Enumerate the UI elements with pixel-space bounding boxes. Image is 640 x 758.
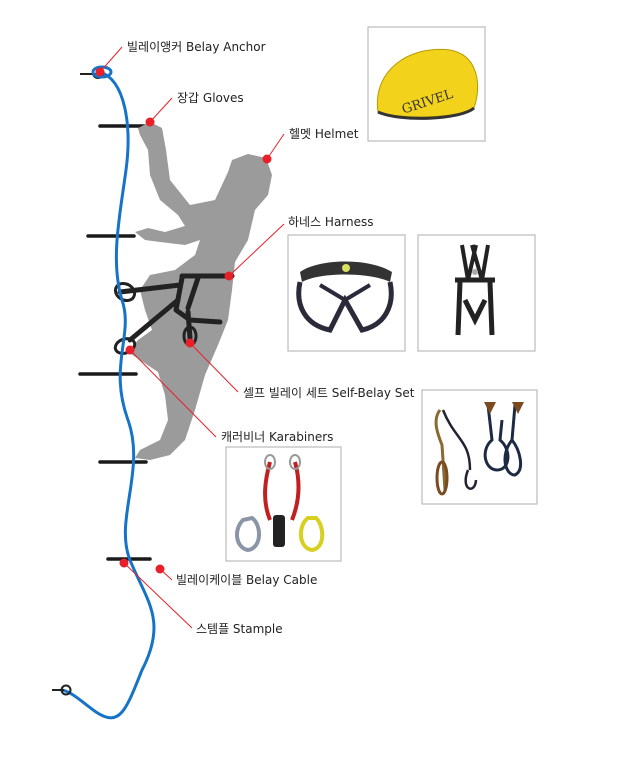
label-belay-anchor: 빌레이앵커 Belay Anchor bbox=[127, 40, 266, 54]
marker-dot bbox=[119, 558, 129, 568]
label-gloves: 장갑 Gloves bbox=[177, 91, 244, 105]
label-helmet: 헬멧 Helmet bbox=[289, 127, 359, 141]
marker-dot bbox=[262, 154, 272, 164]
climber-silhouette bbox=[128, 122, 272, 460]
harness-photo-sit bbox=[287, 234, 406, 352]
belay-rope bbox=[61, 70, 156, 720]
label-karabiners: 캐러비너 Karabiners bbox=[221, 430, 333, 444]
self-belay-set-photo bbox=[421, 389, 538, 505]
label-stample: 스템플 Stample bbox=[196, 622, 283, 636]
label-harness: 하네스 Harness bbox=[288, 215, 374, 229]
marker-dot bbox=[185, 338, 195, 348]
label-belay-cable: 빌레이케이블 Belay Cable bbox=[176, 573, 317, 587]
marker-dot bbox=[145, 117, 155, 127]
marker-dot bbox=[95, 67, 105, 77]
marker-dot bbox=[125, 345, 135, 355]
marker-dot bbox=[155, 564, 165, 574]
helmet-photo: GRIVEL bbox=[367, 26, 486, 142]
bottom-anchor bbox=[52, 684, 72, 696]
callouts bbox=[95, 46, 285, 629]
label-self-belay-set: 셀프 빌레이 세트 Self-Belay Set bbox=[243, 386, 415, 400]
harness-photo-full bbox=[417, 234, 536, 352]
top-anchor bbox=[80, 65, 113, 79]
marker-dot bbox=[224, 271, 234, 281]
karabiners-photo bbox=[225, 446, 342, 562]
